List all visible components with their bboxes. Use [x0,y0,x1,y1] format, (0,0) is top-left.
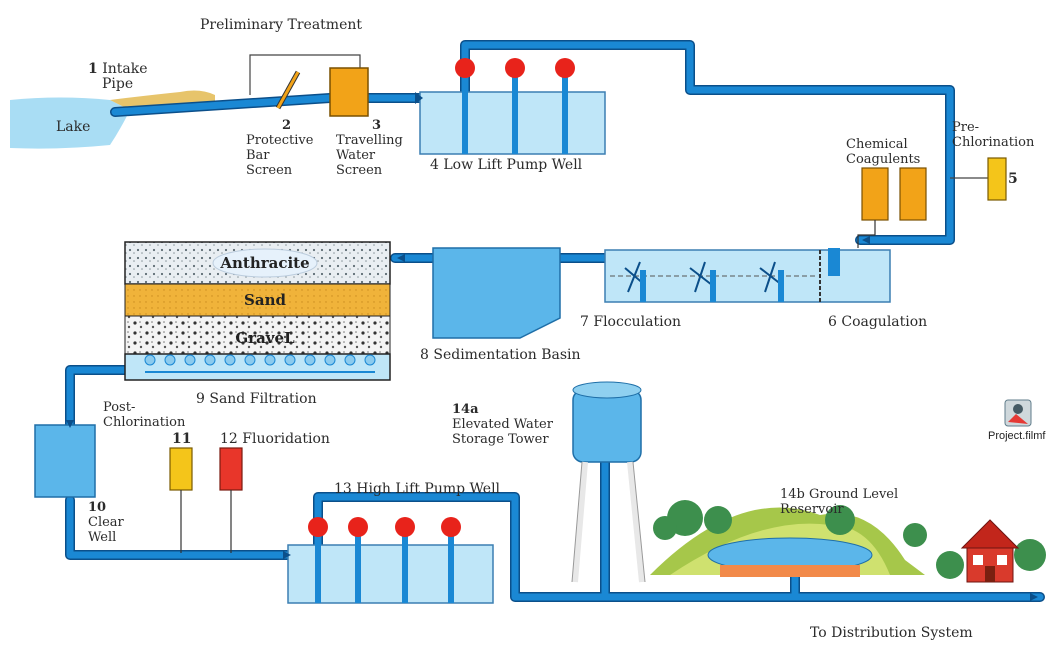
bar-screen-label: 2 Protective Bar Screen [246,118,314,178]
tank-11-label: 11 [172,431,192,447]
travelling-water-screen [329,67,369,117]
preliminary-bracket [249,54,361,95]
lake [10,90,215,149]
flow-arrows [66,92,1038,601]
flocculation-label: 7 Flocculation [580,314,682,330]
project-file-icon[interactable] [1004,399,1032,427]
clear-well-label: 10 Clear Well [88,500,124,545]
fluoridation-label: 12 Fluoridation [220,431,330,447]
flocculation-basin [604,248,891,303]
low-lift-pump-well [419,58,606,155]
distribution-label: To Distribution System [810,625,973,641]
post-treatment-tanks [169,447,243,553]
reservoir-label: 14b Ground Level Reservoir [780,487,899,517]
anthracite-label: Anthracite [219,254,309,272]
clear-well [34,424,96,498]
low-lift-pump-label: 4 Low Lift Pump Well [430,157,583,173]
pre-chlorination-tank [987,157,1007,201]
tower-label: 14a Elevated Water Storage Tower [452,402,553,447]
intake-pipe-label: 1 Intake Pipe [88,61,148,92]
chemical-coagulents-label: Chemical Coagulents [846,137,921,167]
house [960,519,1020,583]
gravel-label: GraveL [235,329,295,347]
preliminary-treatment-label: Preliminary Treatment [200,17,363,33]
sand-filtration-label: 9 Sand Filtration [196,391,317,407]
sand-filter: Anthracite Sand GraveL [124,241,391,381]
high-lift-pump-label: 13 High Lift Pump Well [334,481,501,497]
project-file-label[interactable]: Project.filmf [988,430,1046,442]
ground-reservoir [650,500,1046,579]
pre-chlorination-num: 5 [1008,171,1018,187]
high-lift-pump-well [287,517,494,604]
sedimentation-label: 8 Sedimentation Basin [420,347,581,363]
sedimentation-basin [432,247,561,339]
water-screen-label: 3 Travelling Water Screen [336,118,403,178]
lake-label: Lake [56,119,91,135]
chemical-tanks [857,167,927,248]
pre-chlorination-label: Pre- Chlorination [952,120,1035,150]
sand-label: Sand [244,291,286,309]
post-chlorination-label: Post- Chlorination [103,400,186,430]
elevated-water-tower [571,381,646,583]
coagulation-label: 6 Coagulation [828,314,928,330]
